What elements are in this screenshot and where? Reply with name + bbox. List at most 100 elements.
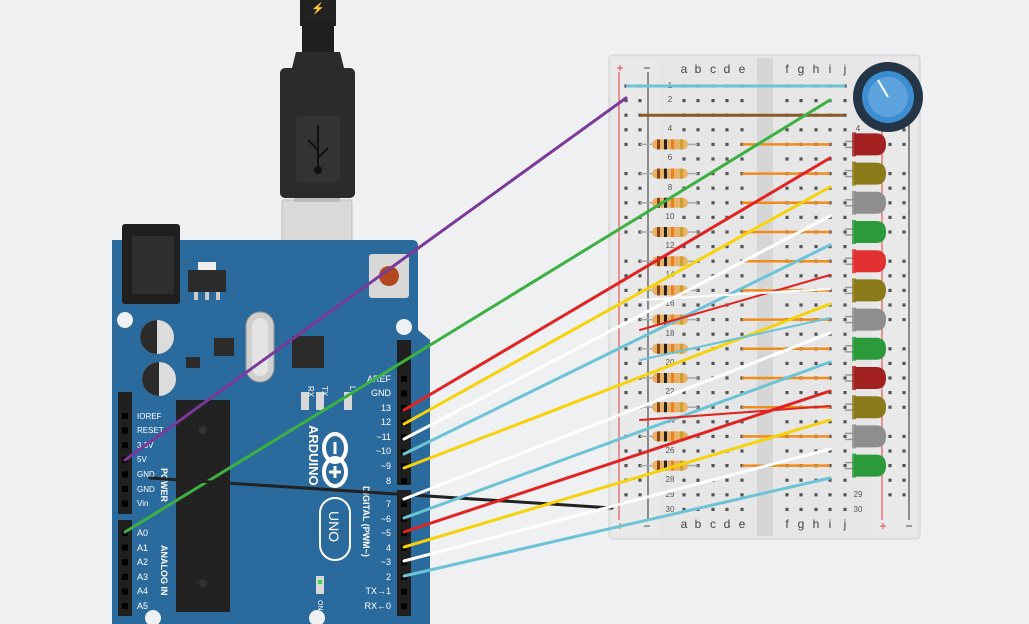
pin-label-11: ~11 <box>376 432 391 442</box>
pin-label-2: 2 <box>386 572 391 582</box>
pin-label-gnd-top: GND <box>371 388 392 398</box>
led <box>845 366 886 390</box>
power-jack[interactable] <box>122 224 180 304</box>
tx-led <box>316 392 324 410</box>
col-label-b: b <box>695 62 702 76</box>
pin-label-5: ~5 <box>381 528 391 538</box>
breadboard-components <box>626 84 886 478</box>
col-label-g: g <box>798 62 805 76</box>
col-label-b-bottom: b <box>695 517 702 531</box>
resistor <box>652 343 688 354</box>
col-label-g-bottom: g <box>798 517 805 531</box>
col-label-i: i <box>829 62 832 76</box>
rail-minus-right-bottom: − <box>905 519 912 533</box>
led <box>845 307 886 332</box>
voltage-regulator <box>188 262 226 300</box>
rail-plus-left-top: + <box>616 61 623 75</box>
power-header[interactable] <box>118 392 132 514</box>
crystal-oscillator <box>245 311 275 383</box>
knob-icon <box>877 79 889 98</box>
jumper-wire <box>639 288 831 301</box>
led <box>845 190 886 215</box>
rx-led <box>301 392 309 410</box>
board-name: ARDUINO <box>306 425 321 486</box>
lightning-icon: ⚡ <box>311 2 325 15</box>
pin-label-4: 4 <box>386 543 391 553</box>
row-num-30: 30 <box>666 505 675 514</box>
pin-label-6: ~6 <box>381 514 391 524</box>
row-num-4: 4 <box>668 124 673 133</box>
resistor <box>652 168 688 179</box>
jumper-wire <box>402 418 832 549</box>
row-num-26: 26 <box>666 446 675 455</box>
col-label-c-bottom: c <box>710 517 716 531</box>
pin-label-a2: A2 <box>137 557 148 567</box>
col-label-c: c <box>710 62 716 76</box>
led <box>845 278 886 303</box>
led <box>845 395 886 420</box>
jumper-wires[interactable] <box>123 96 832 578</box>
row-num-2: 2 <box>668 95 673 104</box>
analog-label: ANALOG IN <box>159 545 169 596</box>
jumper-wire <box>402 476 832 578</box>
digital-header-bottom[interactable] <box>397 490 411 616</box>
small-chip <box>214 338 234 356</box>
rail-minus-left-bottom: − <box>643 519 650 533</box>
pin-label-5v: 5V <box>137 455 147 464</box>
on-led <box>316 576 324 594</box>
jumper-wire <box>123 96 628 462</box>
led <box>845 336 886 361</box>
board-model: UNO <box>326 511 342 542</box>
pin-label-1: TX→1 <box>365 586 391 596</box>
l-label: L <box>348 386 357 391</box>
col-label-e-bottom: e <box>739 517 746 531</box>
led <box>845 220 886 244</box>
resistor <box>652 373 688 383</box>
jumper-wire <box>123 98 832 534</box>
row-num-8: 8 <box>668 183 673 192</box>
col-label-j-bottom: j <box>843 517 847 531</box>
reset-button[interactable] <box>369 254 409 298</box>
pin-label-12: 12 <box>381 417 391 427</box>
on-label: ON <box>316 600 323 611</box>
pin-label-8: 8 <box>386 476 391 486</box>
mounting-hole <box>309 610 325 624</box>
row-num-22: 22 <box>666 387 675 396</box>
jumper-wire <box>402 447 832 563</box>
jumper-wire <box>639 317 831 361</box>
col-label-h: h <box>813 62 820 76</box>
pin-label-ioref: IOREF <box>137 412 162 421</box>
led <box>845 249 886 274</box>
potentiometer[interactable] <box>853 62 923 132</box>
col-label-h-bottom: h <box>813 517 820 531</box>
usb-icon <box>307 125 329 174</box>
row-num-20: 20 <box>666 358 675 367</box>
row-num-18: 18 <box>666 329 675 338</box>
jumper-wire <box>402 360 832 520</box>
arduino-uno-board[interactable]: RX TX L ON ARDUINO UNO DIGITA <box>112 224 430 624</box>
row-num-29: 29 <box>666 490 675 499</box>
analog-header[interactable] <box>118 520 132 616</box>
pin-label-3: ~3 <box>381 557 391 567</box>
jumper-wire <box>639 274 831 331</box>
pin-label-7: 7 <box>386 499 391 509</box>
jumper-wire <box>402 302 832 470</box>
row-num-right-4: 4 <box>856 124 861 133</box>
col-label-a-bottom: a <box>681 517 688 531</box>
col-label-a: a <box>681 62 688 76</box>
digital-label: DIGITAL (PWM~) <box>361 486 371 557</box>
pin-label-a0: A0 <box>137 528 148 538</box>
led <box>845 161 886 186</box>
pin-label-vin: Vin <box>137 499 148 508</box>
resistor <box>652 227 688 237</box>
pin-label-a4: A4 <box>137 586 148 596</box>
pin-label-a5: A5 <box>137 601 148 611</box>
pin-label-0: RX←0 <box>364 601 391 611</box>
small-chip <box>186 357 200 368</box>
pin-label-a3: A3 <box>137 572 148 582</box>
jumper-wire <box>402 243 832 456</box>
rail-plus-right-bottom: + <box>879 519 886 533</box>
digital-header-top[interactable] <box>397 340 411 485</box>
arduino-logo <box>322 432 348 488</box>
